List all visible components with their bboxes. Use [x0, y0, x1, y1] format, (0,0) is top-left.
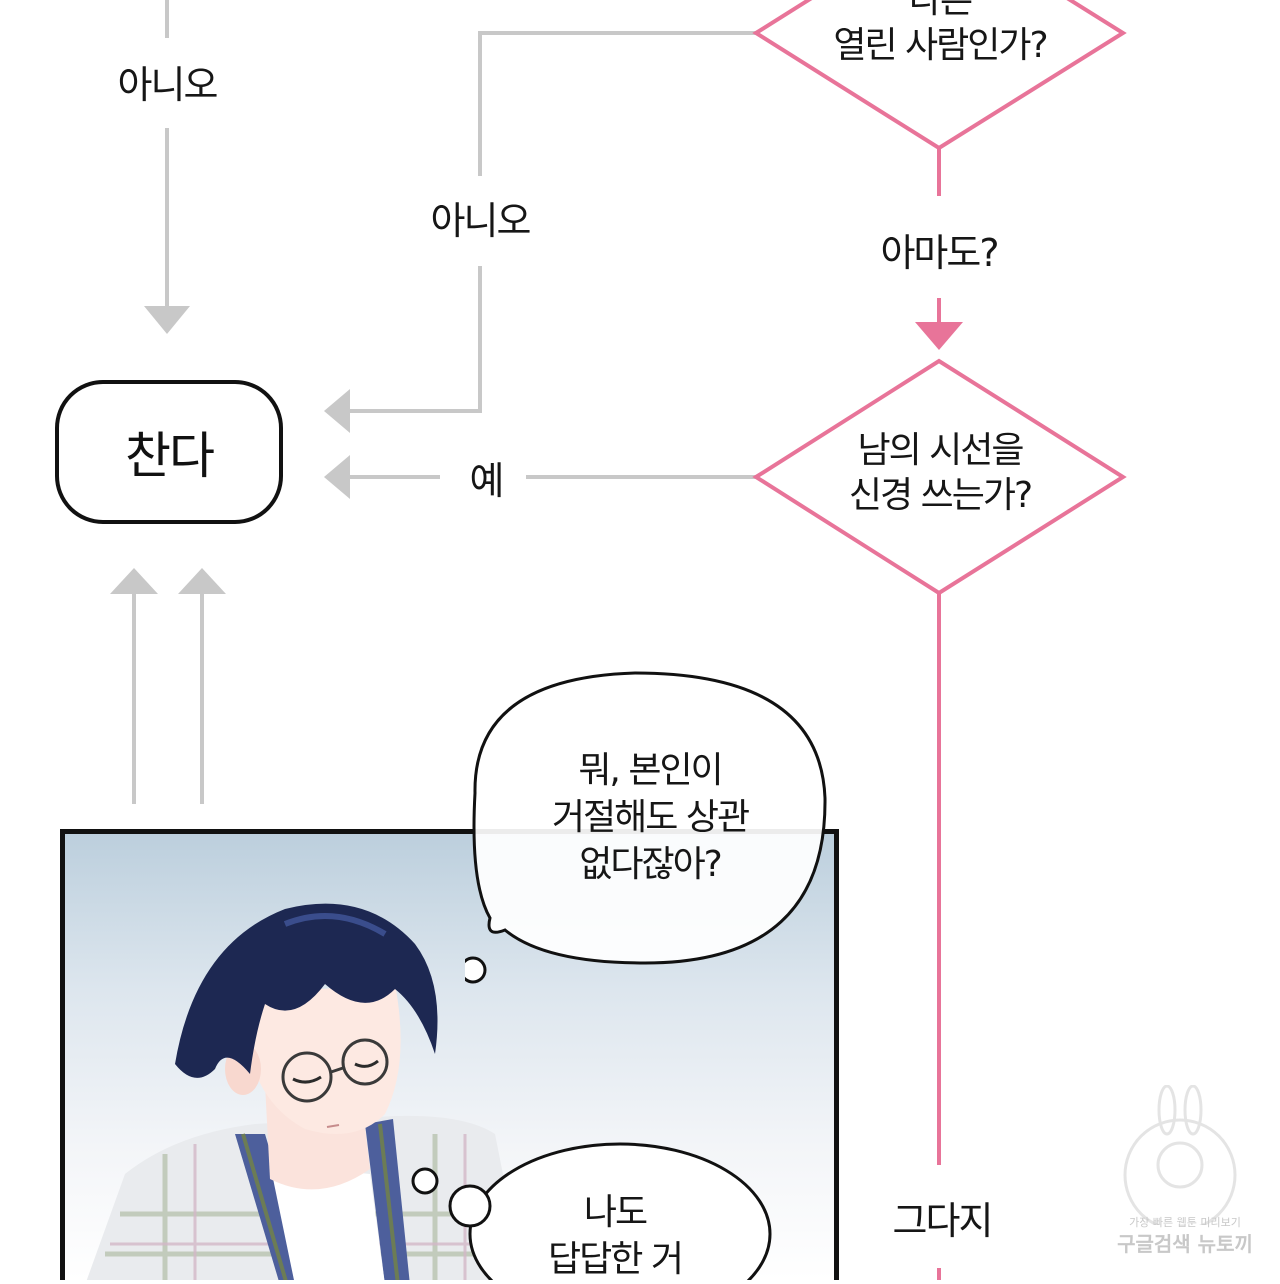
label-no-middle: 아니오: [430, 199, 532, 243]
comic-panel: [60, 829, 839, 1280]
character-illustration: [86, 903, 525, 1280]
connector-middle-top: [478, 31, 756, 176]
watermark-rabbit-logo: [1123, 1085, 1237, 1225]
speech-bubble-bottom-text: 나도 답답한 거: [520, 1190, 710, 1284]
label-yes: 예: [469, 459, 505, 503]
arrow-left-gray-2: [324, 455, 350, 499]
bubble-top-line1: 뭐, 본인이: [578, 750, 723, 791]
terminal-label: 찬다: [125, 427, 215, 485]
speech-bubble-top-text: 뭐, 본인이 거절해도 상관 없다잖아?: [520, 748, 780, 888]
label-not-really: 그다지: [892, 1199, 994, 1243]
arrow-up-gray-2: [178, 568, 226, 594]
decision-top-text: 다른 열린 사람인가?: [800, 0, 1080, 68]
watermark-line2: 구글검색 뉴토끼: [1117, 1232, 1253, 1256]
arrow-down-gray: [144, 306, 190, 334]
decision-diamond-top: [752, 0, 1127, 151]
arrow-down-pink: [915, 322, 963, 350]
watermark-line1: 가장 빠른 웹툰 미리보기: [1129, 1216, 1241, 1229]
arrow-up-gray-1: [110, 568, 158, 594]
bubble-bottom-line1: 나도: [583, 1192, 648, 1233]
decision-top-line1: 다른: [908, 0, 973, 21]
decision-middle-line2: 신경 쓰는가?: [848, 475, 1033, 516]
decision-middle-line1: 남의 시선을: [857, 430, 1024, 471]
decision-diamond-middle: [752, 358, 1127, 596]
connector-middle-bottom: [348, 266, 482, 413]
label-no-left: 아니오: [117, 63, 219, 107]
bubble-bottom-line2: 답답한 거: [548, 1238, 684, 1280]
speech-bubble-top-shape: [465, 671, 827, 984]
speech-bubble-bottom-shape: [411, 1142, 772, 1280]
bubble-top-line3: 없다잖아?: [579, 843, 723, 885]
terminal-node: 찬다: [55, 380, 283, 524]
decision-top-line2: 열린 사람인가?: [833, 25, 1048, 66]
decision-middle-text: 남의 시선을 신경 쓰는가?: [800, 428, 1080, 518]
bubble-top-line2: 거절해도 상관: [551, 796, 750, 838]
arrow-left-gray-1: [324, 389, 350, 433]
label-maybe: 아마도?: [880, 231, 999, 275]
